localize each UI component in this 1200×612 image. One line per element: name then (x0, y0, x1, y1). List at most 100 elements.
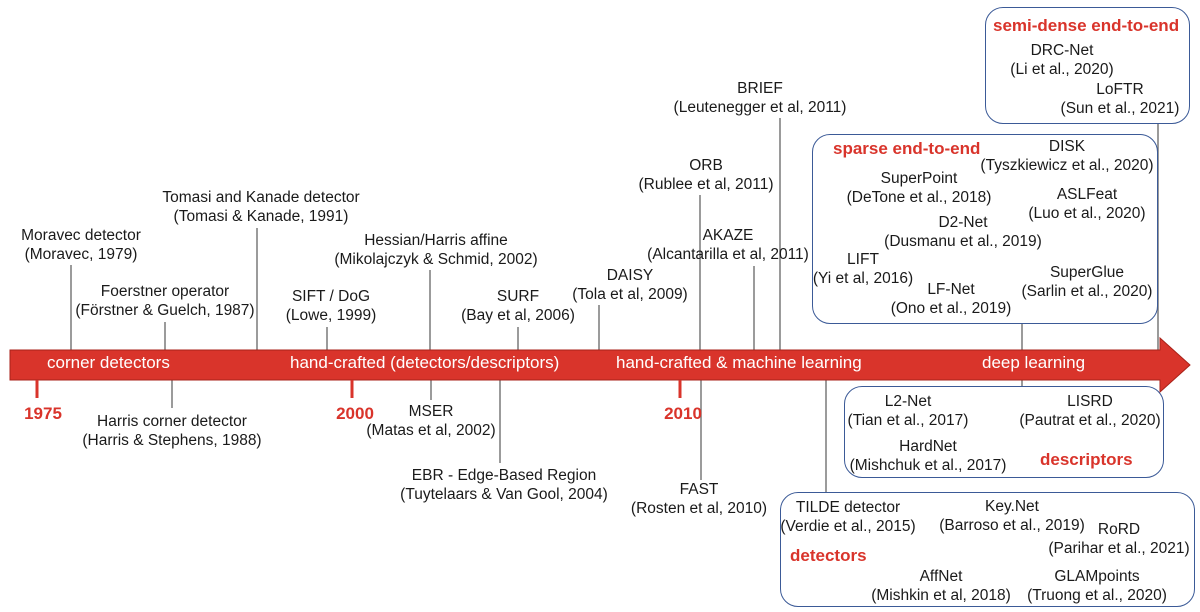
method-citation: (Sarlin et al., 2020) (1021, 283, 1153, 300)
method-glampoints: GLAMpoints (Truong et al., 2020) (1027, 567, 1167, 605)
method-name: FAST (679, 481, 719, 498)
method-citation: (Verdie et al., 2015) (780, 518, 916, 535)
method-name: LISRD (1067, 393, 1113, 410)
method-name: SuperGlue (1049, 264, 1125, 281)
method-citation: (Truong et al., 2020) (1027, 587, 1167, 604)
method-citation: (Tian et al., 2017) (847, 412, 969, 429)
era-hand-crafted-ml: hand-crafted & machine learning (616, 353, 862, 372)
year-ticks (35, 380, 682, 398)
group-title-semi-dense: semi-dense end-to-end (993, 16, 1180, 35)
method-mser: MSER (Matas et al, 2002) (366, 402, 495, 440)
method-lisrd: LISRD (Pautrat et al., 2020) (1019, 392, 1160, 430)
method-hessian-harris: Hessian/Harris affine (Mikolajczyk & Sch… (334, 231, 537, 269)
method-affnet: AffNet (Mishkin et al, 2018) (871, 567, 1011, 605)
method-d2-net: D2-Net (Dusmanu et al., 2019) (884, 213, 1042, 251)
method-name: AKAZE (702, 227, 754, 244)
method-name: Moravec detector (21, 227, 141, 244)
method-name: BRIEF (737, 80, 783, 97)
era-corner-detectors: corner detectors (47, 353, 170, 372)
method-name: SURF (496, 288, 540, 305)
method-name: SIFT / DoG (291, 288, 371, 305)
method-aslfeat: ASLFeat (Luo et al., 2020) (1028, 185, 1145, 223)
method-name: Foerstner operator (100, 283, 230, 300)
method-citation: (Li et al., 2020) (1010, 61, 1114, 78)
method-name: Key.Net (984, 498, 1039, 515)
method-citation: (Rosten et al, 2010) (630, 500, 768, 517)
method-citation: (Dusmanu et al., 2019) (884, 233, 1042, 250)
method-name: GLAMpoints (1054, 568, 1140, 585)
method-hardnet: HardNet (Mishchuk et al., 2017) (850, 437, 1007, 475)
method-citation: (Mishkin et al, 2018) (871, 587, 1011, 604)
method-citation: (Tola et al, 2009) (572, 286, 688, 303)
group-box-sparse (812, 134, 1158, 324)
year-2000: 2000 (336, 404, 374, 423)
group-box-semi-dense (985, 7, 1190, 124)
method-citation: (Yi et al, 2016) (812, 270, 914, 287)
method-orb: ORB (Rublee et al, 2011) (639, 156, 774, 194)
method-citation: (Tomasi & Kanade, 1991) (173, 208, 349, 225)
group-title-sparse: sparse end-to-end (833, 139, 981, 158)
group-title-detectors: detectors (790, 546, 867, 565)
method-citation: (Tuytelaars & Van Gool, 2004) (400, 486, 608, 503)
method-citation: (Barroso et al., 2019) (939, 517, 1085, 534)
method-lf-net: LF-Net (Ono et al., 2019) (891, 280, 1012, 318)
connector-lines (70, 118, 1159, 492)
method-fast: FAST (Rosten et al, 2010) (631, 480, 767, 518)
method-tilde: TILDE detector (Verdie et al., 2015) (780, 498, 915, 536)
method-citation: (Mikolajczyk & Schmid, 2002) (334, 251, 538, 268)
method-l2-net: L2-Net (Tian et al., 2017) (848, 392, 969, 430)
method-citation: (Alcantarilla et al, 2011) (647, 246, 809, 263)
method-name: ASLFeat (1056, 186, 1118, 203)
method-superpoint: SuperPoint (DeTone et al., 2018) (847, 169, 992, 207)
method-name: HardNet (899, 438, 957, 455)
method-name: LF-Net (927, 281, 975, 298)
method-name: RoRD (1097, 521, 1141, 538)
method-citation: (Parihar et al., 2021) (1048, 540, 1190, 557)
method-name: SuperPoint (880, 170, 958, 187)
method-name: LoFTR (1096, 81, 1144, 98)
method-citation: (Pautrat et al., 2020) (1019, 412, 1161, 429)
method-name: EBR - Edge-Based Region (411, 467, 597, 484)
method-name: AffNet (919, 568, 963, 585)
group-title-descriptors: descriptors (1040, 450, 1133, 469)
group-box-descriptors (844, 386, 1164, 478)
year-1975: 1975 (24, 404, 62, 423)
method-citation: (Lowe, 1999) (285, 307, 377, 324)
method-tomasi-kanade: Tomasi and Kanade detector (Tomasi & Kan… (162, 188, 359, 226)
method-name: ORB (689, 157, 723, 174)
method-name: Hessian/Harris affine (364, 232, 508, 249)
method-drc-net: DRC-Net (Li et al., 2020) (1010, 41, 1113, 79)
method-surf: SURF (Bay et al, 2006) (461, 287, 575, 325)
method-superglue: SuperGlue (Sarlin et al., 2020) (1022, 263, 1153, 301)
method-citation: (Mishchuk et al., 2017) (849, 457, 1007, 474)
method-brief: BRIEF (Leutenegger et al, 2011) (674, 79, 847, 117)
method-citation: (Tyszkiewicz et al., 2020) (980, 157, 1154, 174)
method-citation: (Förstner & Guelch, 1987) (75, 302, 255, 319)
method-citation: (Bay et al, 2006) (461, 307, 575, 324)
method-daisy: DAISY (Tola et al, 2009) (572, 266, 687, 304)
era-deep-learning: deep learning (982, 353, 1086, 372)
group-box-detectors (780, 492, 1195, 607)
method-name: MSER (408, 403, 454, 420)
method-name: TILDE detector (795, 499, 901, 516)
method-loftr: LoFTR (Sun et al., 2021) (1061, 80, 1180, 118)
method-sift: SIFT / DoG (Lowe, 1999) (286, 287, 376, 325)
method-citation: (Matas et al, 2002) (366, 422, 496, 439)
method-name: Tomasi and Kanade detector (162, 189, 360, 206)
method-disk: DISK (Tyszkiewicz et al., 2020) (980, 137, 1153, 175)
method-citation: (Moravec, 1979) (24, 246, 138, 263)
timeline-arrow (9, 336, 1191, 394)
method-name: D2-Net (938, 214, 988, 231)
method-foerstner: Foerstner operator (Förstner & Guelch, 1… (75, 282, 254, 320)
method-citation: (Leutenegger et al, 2011) (673, 99, 847, 116)
method-name: L2-Net (884, 393, 932, 410)
method-ebr: EBR - Edge-Based Region (Tuytelaars & Va… (400, 466, 608, 504)
year-2010: 2010 (664, 404, 702, 423)
method-keynet: Key.Net (Barroso et al., 2019) (939, 497, 1085, 535)
method-citation: (Luo et al., 2020) (1028, 205, 1146, 222)
method-name: DRC-Net (1030, 42, 1094, 59)
method-name: DAISY (606, 267, 654, 284)
method-citation: (Rublee et al, 2011) (638, 176, 774, 193)
method-akaze: AKAZE (Alcantarilla et al, 2011) (647, 226, 809, 264)
